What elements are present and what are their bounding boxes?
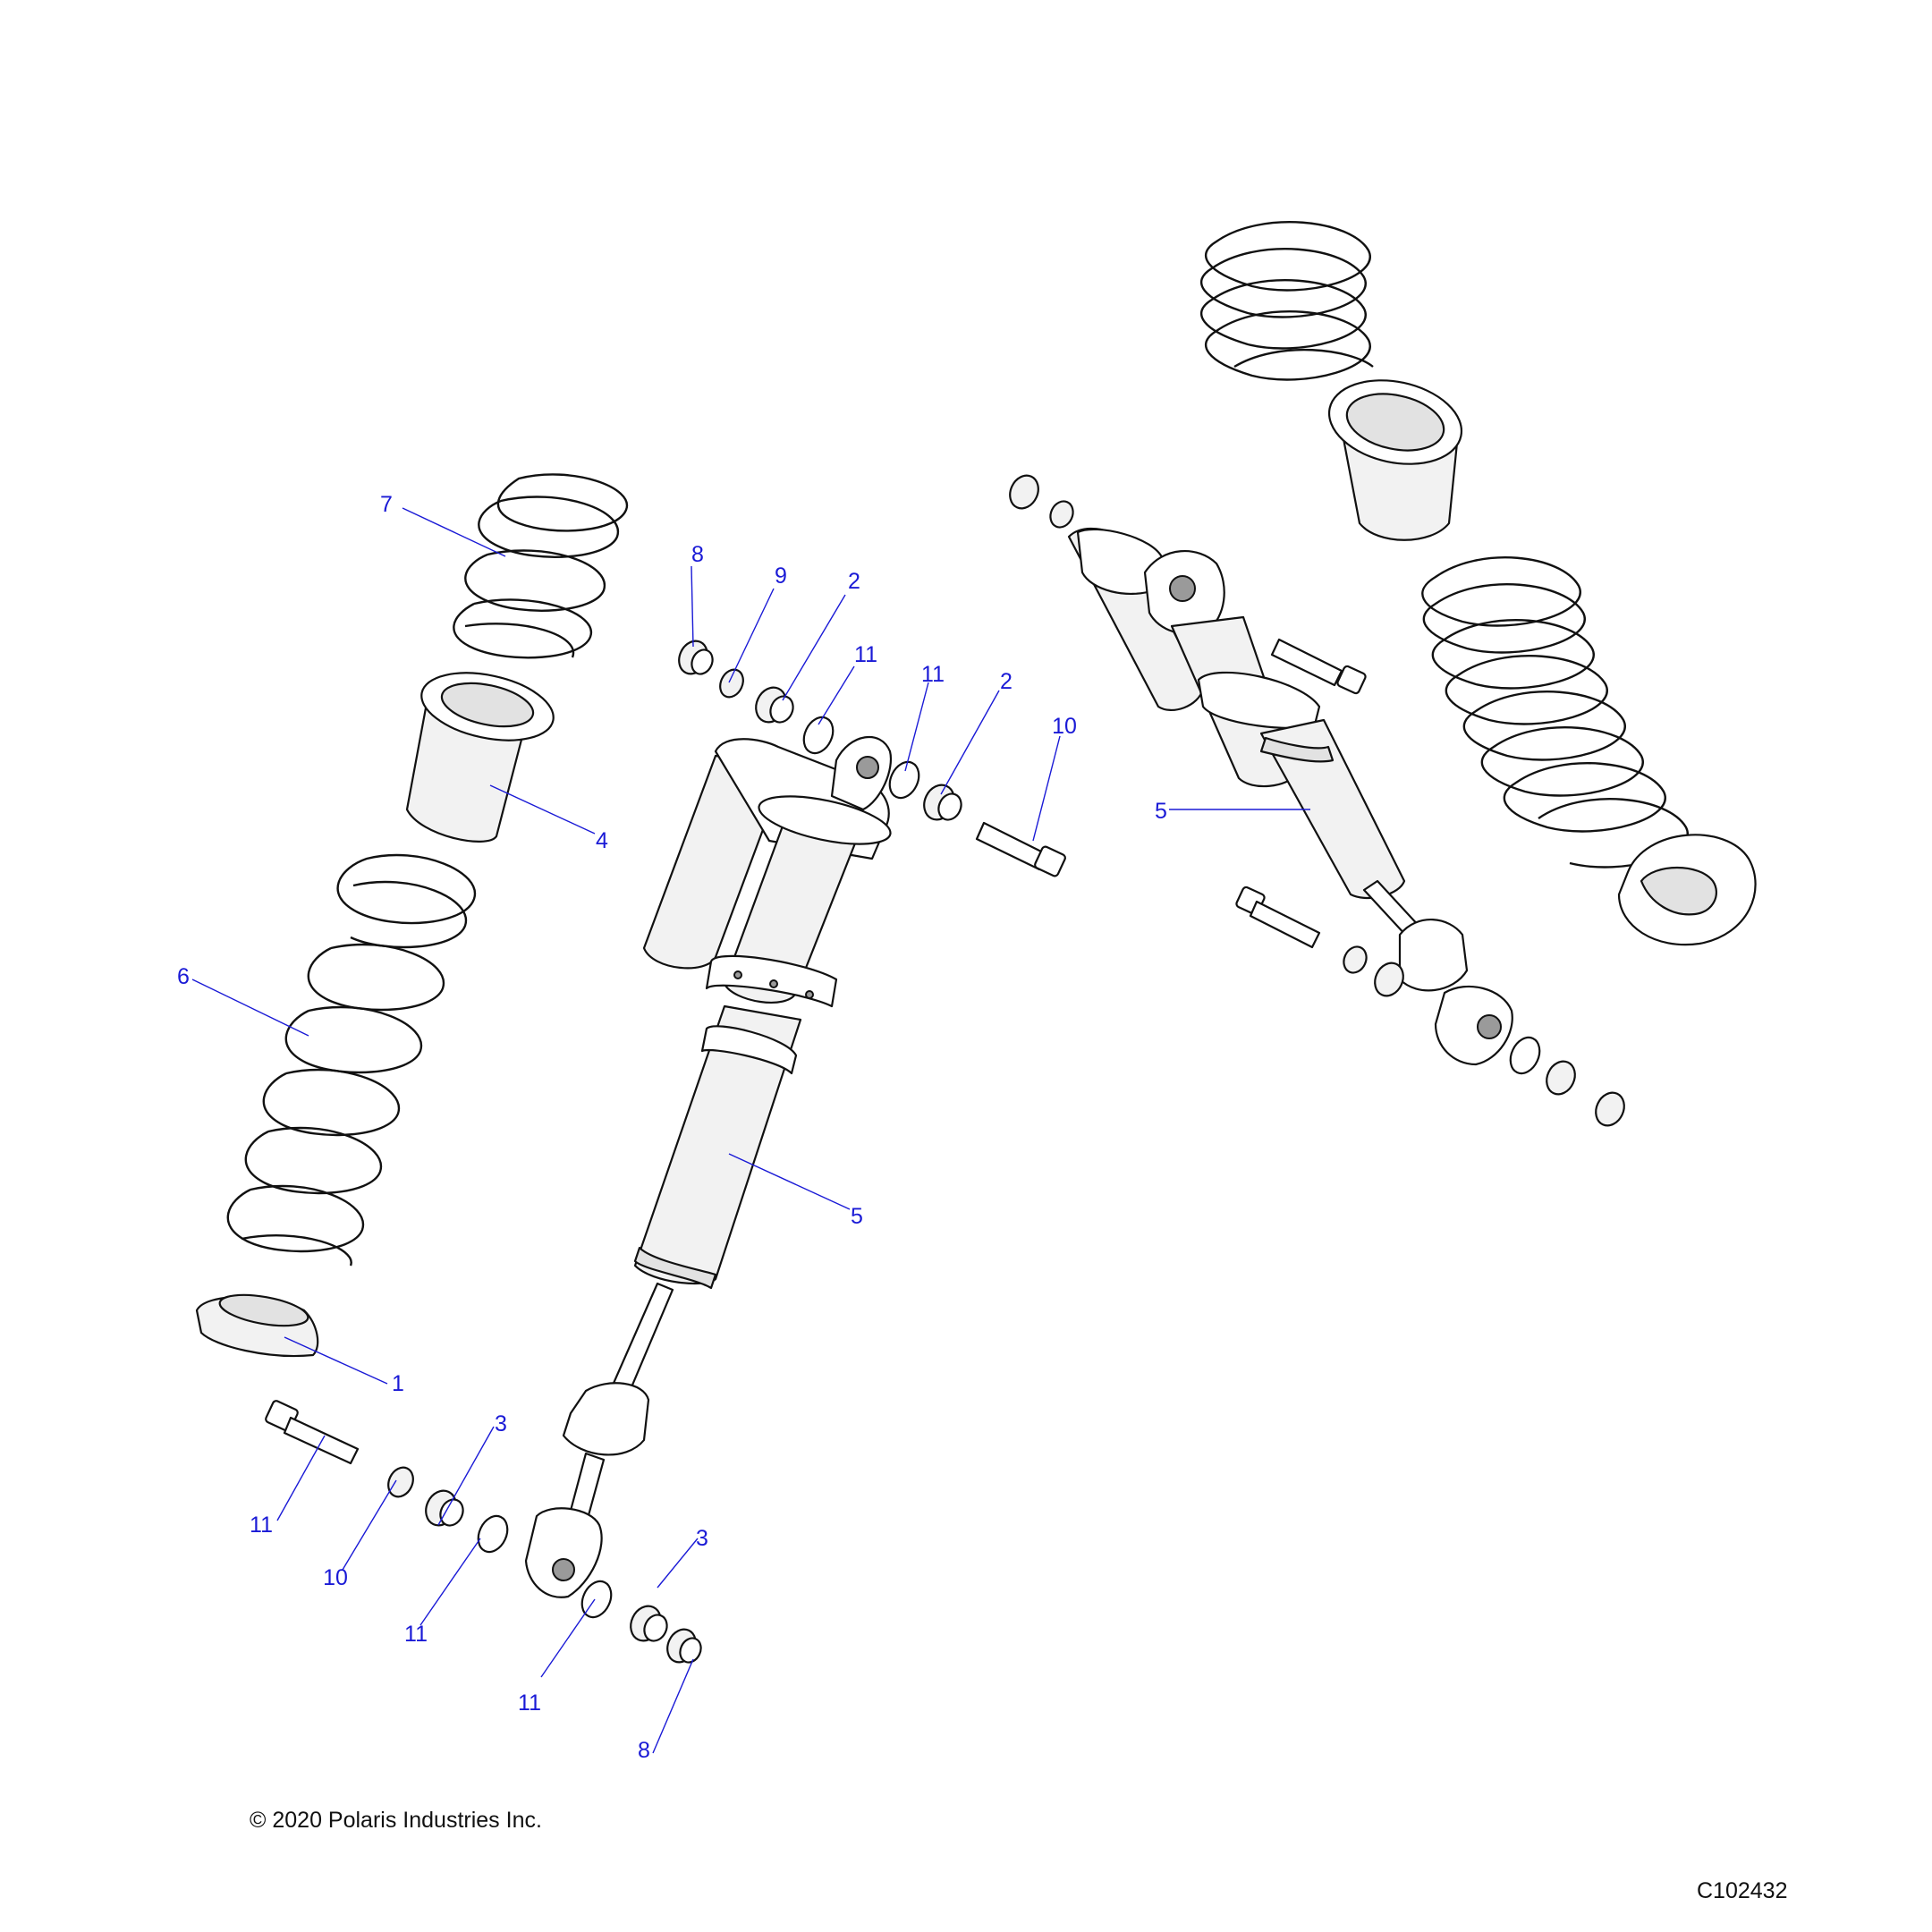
callout-9-upper: 9	[775, 564, 787, 589]
callout-10-upper: 10	[1052, 714, 1077, 739]
copyright-notice: © 2020 Polaris Industries Inc.	[250, 1808, 542, 1833]
main-spring-part	[226, 853, 477, 1267]
right-hardware	[1009, 474, 1625, 1127]
right-shock-absorber	[1067, 527, 1513, 1066]
callout-9-lower: 10	[323, 1565, 348, 1590]
lower-spacer-11-left	[477, 1514, 509, 1554]
lower-nut-8	[666, 1628, 702, 1664]
callout-5-center: 5	[851, 1204, 863, 1229]
upper-bushing-2-right	[923, 784, 962, 821]
callout-5-right: 5	[1155, 799, 1167, 824]
lower-bushing-3-right	[630, 1605, 668, 1642]
callout-10-lower: 11	[250, 1513, 273, 1538]
callout-leaders	[191, 507, 1310, 1754]
callout-6: 6	[177, 964, 190, 989]
right-spring-upper	[1200, 221, 1374, 381]
right-spring-sleeve	[1327, 379, 1463, 541]
right-spring-lower	[1421, 556, 1689, 869]
lower-bushing-3	[425, 1489, 464, 1527]
upper-nut-8	[678, 640, 714, 675]
callout-3-right: 3	[696, 1526, 708, 1551]
small-spring-part	[453, 473, 629, 659]
callout-7: 7	[380, 492, 393, 517]
upper-bushing-2	[755, 686, 794, 724]
upper-spacer-11-right	[888, 760, 920, 800]
callout-11-lower-left: 11	[404, 1622, 428, 1647]
callout-11-upper-left: 11	[854, 642, 877, 667]
upper-bolt-10	[975, 821, 1066, 877]
spring-seat-sleeve-part	[405, 672, 555, 843]
right-retainer	[1617, 834, 1757, 946]
diagram-id: C102432	[1697, 1878, 1788, 1903]
callout-11-upper-right: 11	[921, 662, 945, 687]
lower-washer-9	[387, 1466, 414, 1498]
upper-spacer-11-left	[802, 716, 835, 755]
callout-8-lower: 8	[638, 1738, 650, 1763]
callout-labels: 7 4 6 1 11 10 3 11 11 3 8 8 9 2 11 11 2 …	[177, 492, 1167, 1763]
callout-8-upper: 8	[691, 542, 704, 567]
shock-absorber-part	[524, 735, 893, 1598]
callout-3-left: 3	[495, 1411, 507, 1436]
callout-1: 1	[392, 1371, 404, 1396]
upper-washer-9	[719, 668, 744, 699]
spring-retainer-part	[195, 1293, 319, 1358]
callout-11-lower-right: 11	[518, 1690, 541, 1716]
lower-bolt-part	[265, 1400, 360, 1465]
callout-4: 4	[596, 828, 608, 853]
callout-2-left: 2	[848, 569, 860, 594]
callout-2-right: 2	[1000, 669, 1013, 694]
